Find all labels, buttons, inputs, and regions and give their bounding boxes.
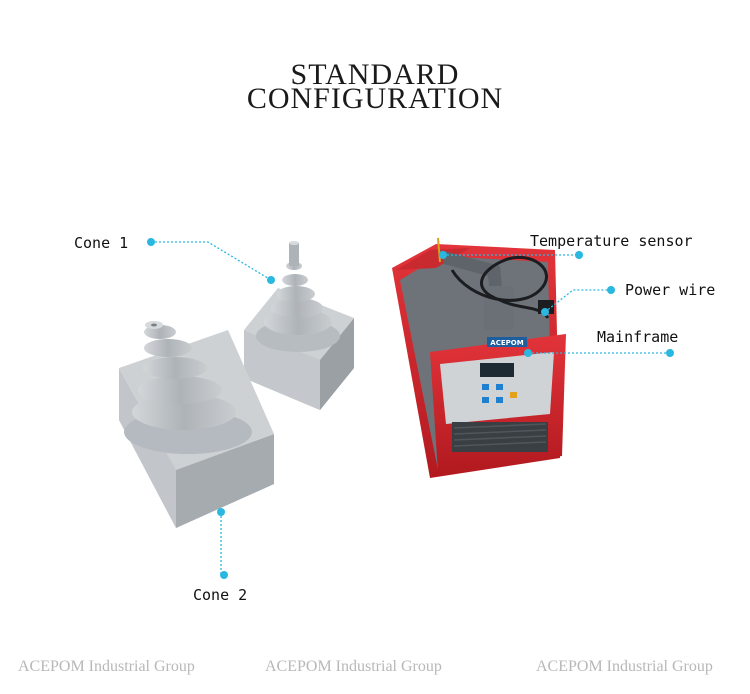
footer-watermark-left: ACEPOM Industrial Group: [18, 658, 195, 675]
callout-lines: [151, 241, 670, 575]
cone-1-image: [244, 241, 354, 410]
callout-temperature-sensor: Temperature sensor: [530, 232, 693, 250]
cone-2-image: [119, 321, 274, 528]
page-title-line-2: CONFIGURATION: [246, 82, 504, 115]
callout-mainframe: Mainframe: [597, 328, 679, 346]
device-brand-label: ACEPOM: [490, 339, 523, 347]
callout-power-wire: Power wire: [625, 281, 716, 299]
mainframe-image: [392, 237, 566, 478]
callout-dots: [147, 238, 674, 579]
page-title-line-1: STANDARD: [290, 58, 460, 91]
callout-cone-2: Cone 2: [193, 586, 248, 604]
footer-watermark-center: ACEPOM Industrial Group: [265, 658, 442, 675]
callout-cone-1: Cone 1: [74, 234, 129, 252]
footer-watermark-right: ACEPOM Industrial Group: [536, 658, 713, 675]
